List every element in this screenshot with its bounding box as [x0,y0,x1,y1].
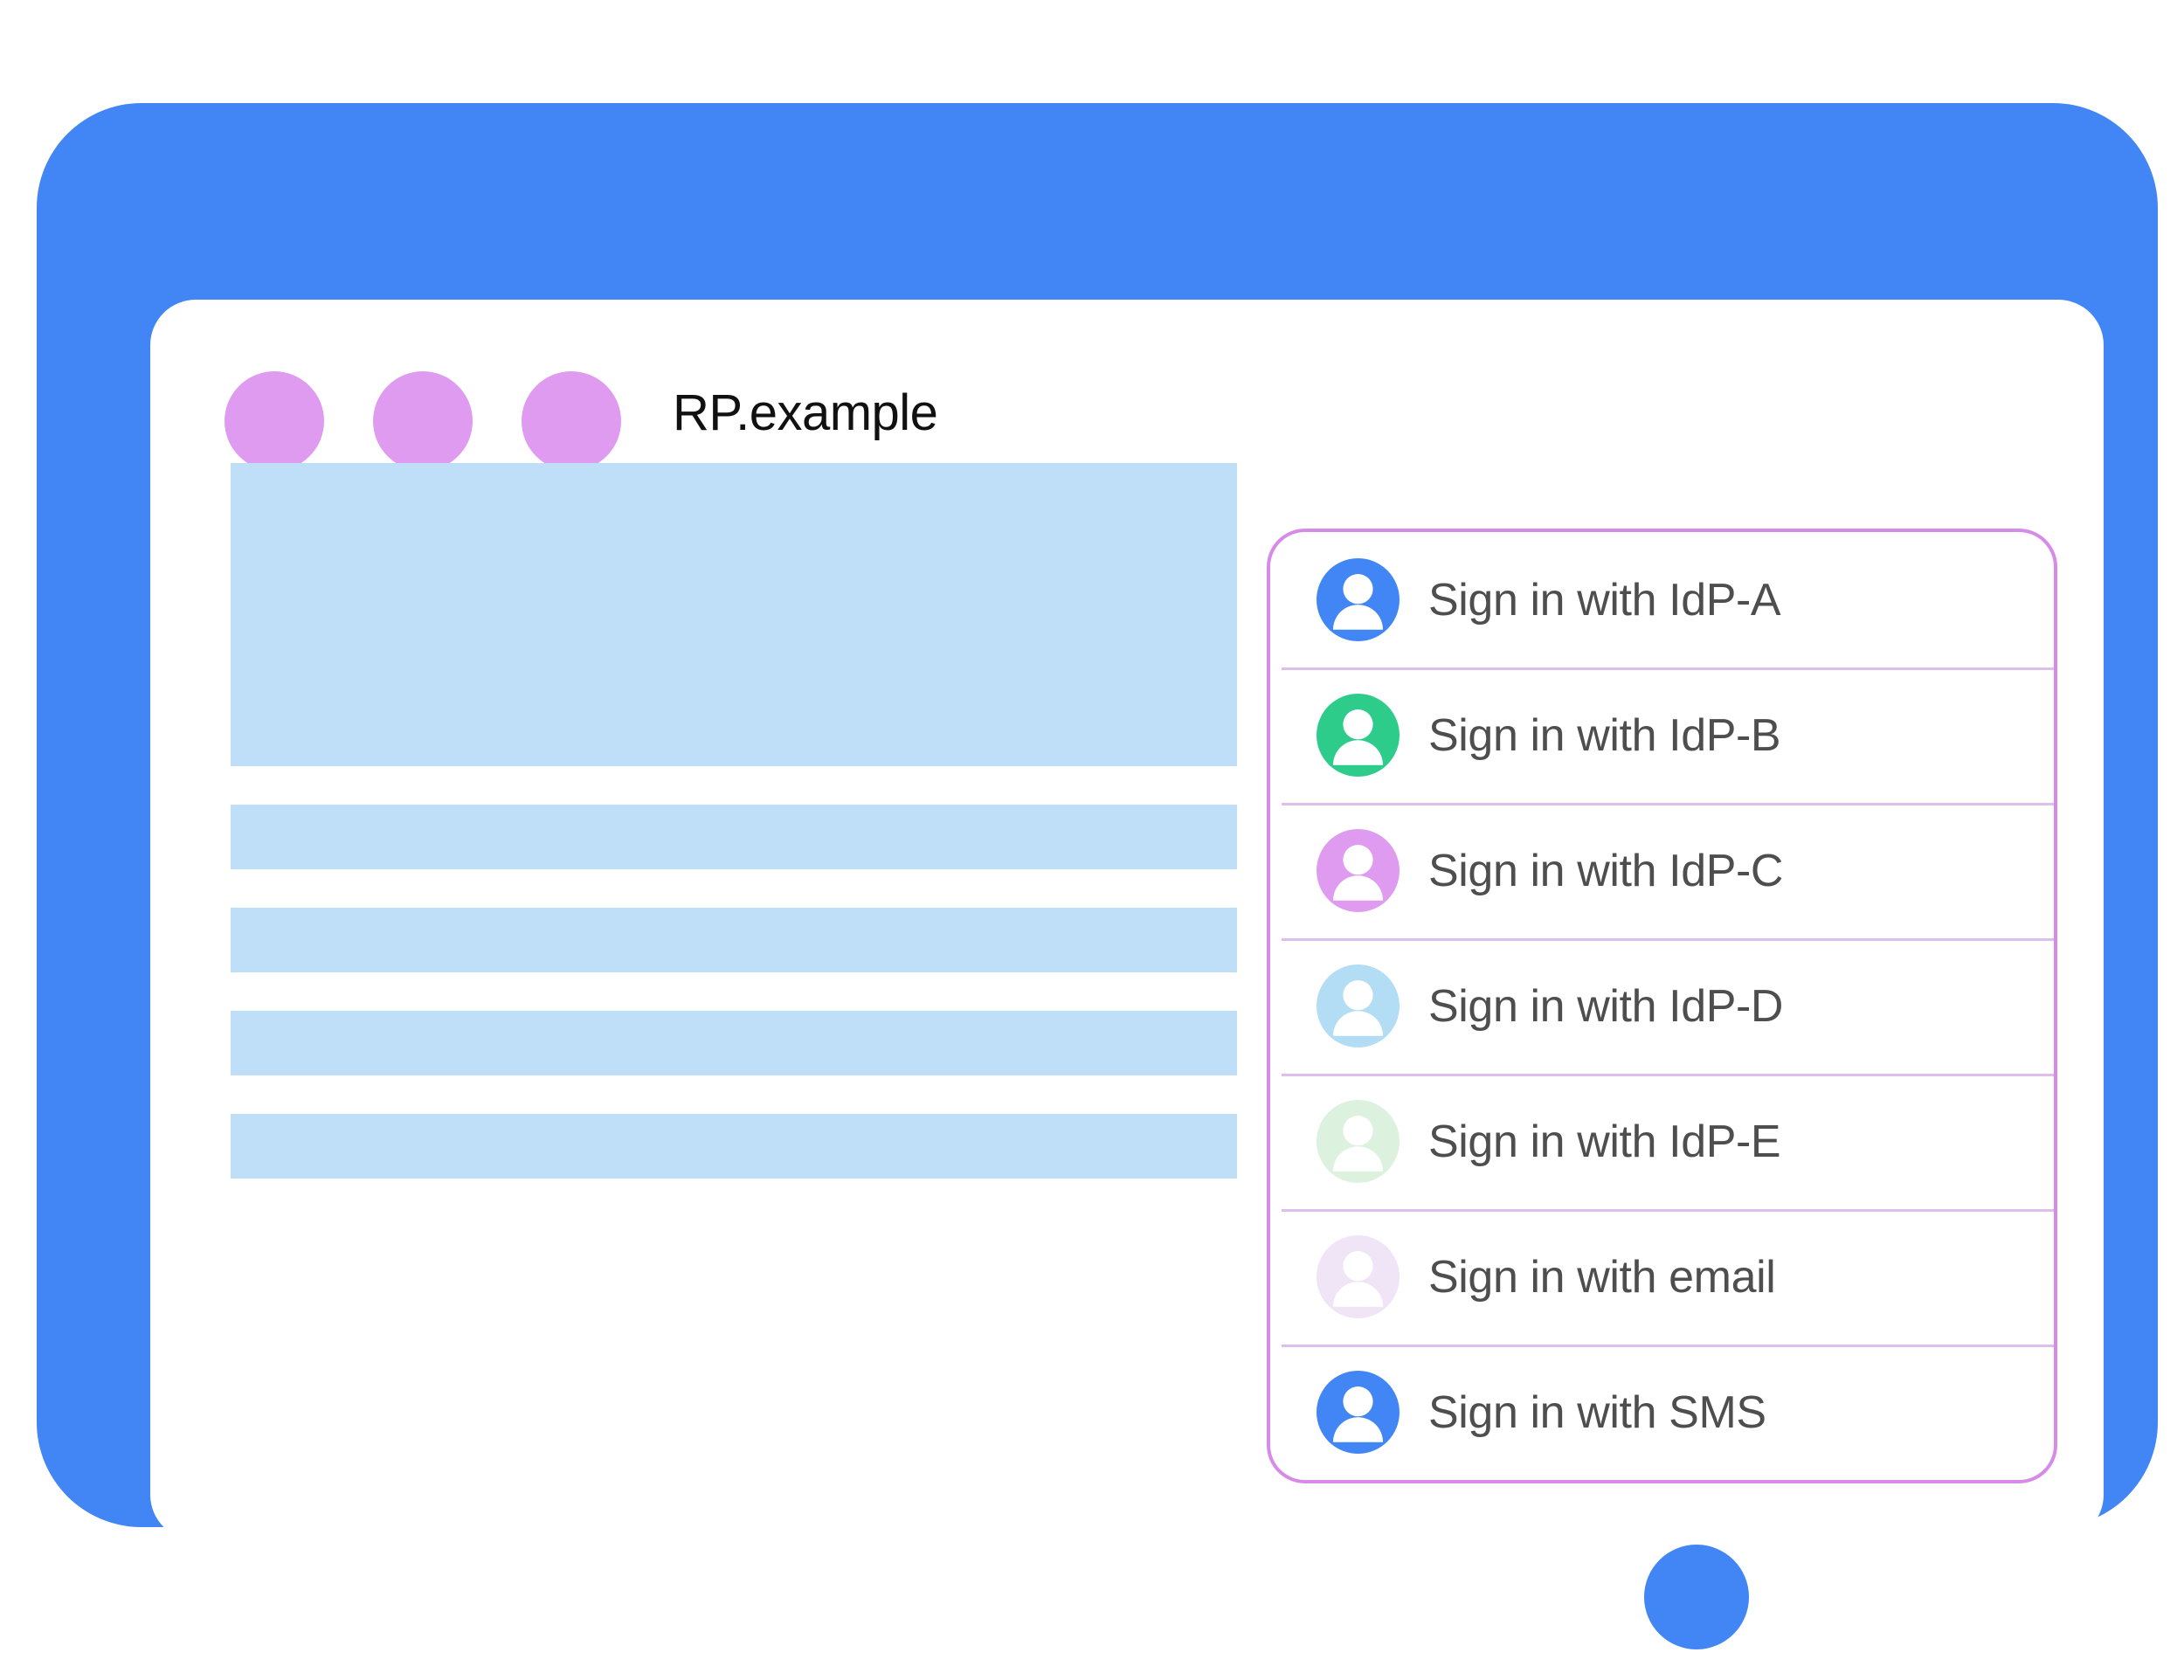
text-line-placeholder-1 [231,805,1237,869]
window-dot-1[interactable] [225,371,324,471]
signin-option-sms[interactable]: Sign in with SMS [1270,1345,2054,1480]
browser-window: RP.example Sign in with IdP-A [150,300,2104,1540]
signin-option-label: Sign in with IdP-E [1428,1116,1781,1167]
signin-option-label: Sign in with email [1428,1251,1776,1303]
account-avatar-icon [1317,1371,1400,1454]
device-frame: RP.example Sign in with IdP-A [37,103,2158,1680]
signin-option-label: Sign in with IdP-D [1428,980,1784,1032]
signin-option-label: Sign in with IdP-C [1428,845,1784,896]
text-line-placeholder-3 [231,1011,1237,1075]
account-avatar-icon [1317,1235,1400,1318]
window-dot-3[interactable] [522,371,621,471]
account-avatar-icon [1317,694,1400,777]
text-line-placeholder-2 [231,908,1237,972]
hero-placeholder [231,463,1237,766]
signin-option-idp-c[interactable]: Sign in with IdP-C [1270,803,2054,938]
signin-option-label: Sign in with IdP-A [1428,574,1781,626]
signin-option-label: Sign in with IdP-B [1428,709,1781,761]
account-avatar-icon [1317,1100,1400,1183]
account-chooser-panel: Sign in with IdP-A Sign in with IdP-B [1267,529,2057,1483]
text-line-placeholder-4 [231,1114,1237,1179]
page-content-placeholders [231,463,1237,1217]
account-avatar-icon [1317,558,1400,641]
signin-option-label: Sign in with SMS [1428,1386,1766,1438]
signin-option-idp-a[interactable]: Sign in with IdP-A [1270,532,2054,667]
signin-option-idp-e[interactable]: Sign in with IdP-E [1270,1074,2054,1209]
home-button[interactable] [1644,1545,1749,1649]
browser-titlebar: RP.example [150,300,2104,471]
account-avatar-icon [1317,964,1400,1047]
signin-option-idp-b[interactable]: Sign in with IdP-B [1270,667,2054,803]
account-avatar-icon [1317,829,1400,912]
window-dot-2[interactable] [373,371,473,471]
signin-option-email[interactable]: Sign in with email [1270,1209,2054,1345]
signin-option-idp-d[interactable]: Sign in with IdP-D [1270,938,2054,1074]
page-title: RP.example [673,384,938,441]
